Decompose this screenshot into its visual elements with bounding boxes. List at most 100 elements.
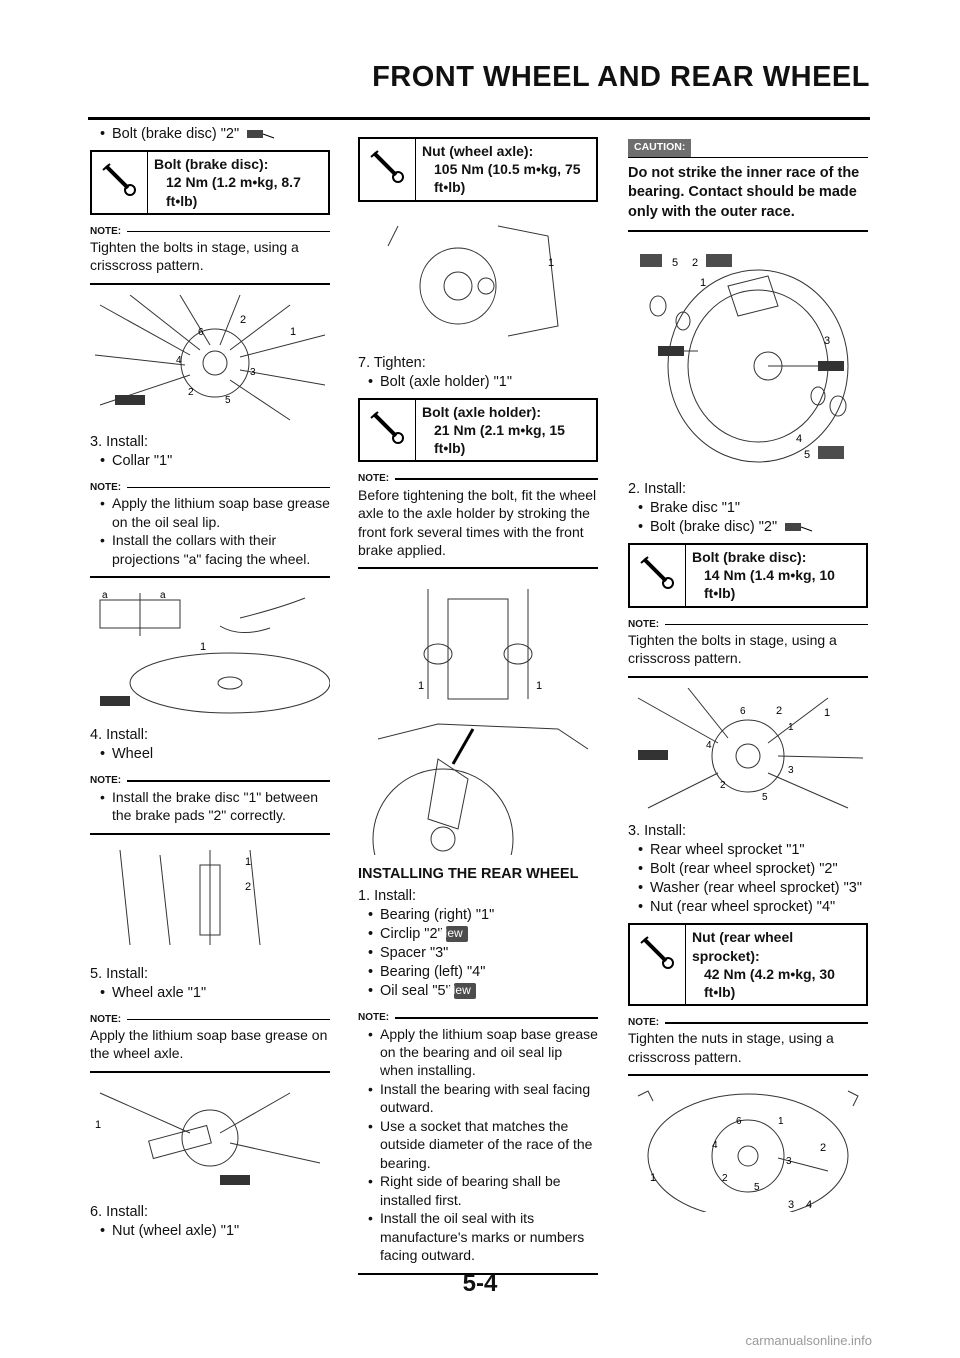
- svg-text:6: 6: [736, 1116, 742, 1127]
- spec-name: Bolt (brake disc):: [692, 549, 807, 566]
- svg-text:2: 2: [820, 1142, 826, 1154]
- caution-block: CAUTION: Do not strike the inner race of…: [628, 137, 868, 232]
- svg-text:1: 1: [200, 641, 206, 653]
- figure-rear-brake-disc-bolts: 6 2 1 1 4 3 2 5: [637, 687, 864, 809]
- torque-wrench-icon: [360, 139, 416, 200]
- svg-text:3: 3: [786, 1156, 792, 1167]
- spec-value: 14 Nm (1.4 m•kg, 10 ft•lb): [704, 567, 835, 602]
- svg-text:1: 1: [95, 1119, 101, 1131]
- step-1: 1. Install: Bearing (right) "1" Circlip …: [358, 887, 598, 1002]
- new-badge-icon: [640, 253, 662, 267]
- spec-value: 12 Nm (1.2 m•kg, 8.7 ft•lb): [166, 174, 301, 209]
- column-3: CAUTION: Do not strike the inner race of…: [628, 125, 868, 1220]
- column-2: Nut (wheel axle): 105 Nm (10.5 m•kg, 75 …: [358, 125, 598, 1285]
- torque-wrench-icon: [630, 545, 686, 606]
- svg-text:1: 1: [536, 680, 542, 692]
- svg-text:3: 3: [788, 1199, 794, 1211]
- spec-value: 21 Nm (2.1 m•kg, 15 ft•lb): [434, 422, 565, 457]
- bolt-brake-disc-line: Bolt (brake disc) "2": [90, 125, 330, 144]
- torque-wrench-icon: [247, 130, 275, 139]
- svg-text:6: 6: [198, 327, 204, 338]
- note-body: Install the brake disc "1" between the b…: [90, 788, 330, 835]
- spec-name: Bolt (axle holder):: [422, 403, 542, 420]
- spec-bolt-brake-disc: Bolt (brake disc): 12 Nm (1.2 m•kg, 8.7 …: [90, 150, 330, 215]
- torque-wrench-icon: [638, 749, 668, 760]
- figure-rear-sprocket-nuts: 6 1 4 3 2 5 1 2 3 4: [637, 1090, 859, 1213]
- header-rule: [88, 117, 870, 120]
- svg-text:2: 2: [240, 314, 246, 326]
- torque-wrench-icon: [100, 696, 130, 707]
- svg-text:1: 1: [650, 1172, 656, 1184]
- svg-text:a: a: [102, 590, 108, 601]
- note-body: Apply the lithium soap base grease on th…: [358, 1025, 598, 1275]
- figure-axle-nut: 1: [387, 225, 559, 337]
- spec-name: Bolt (brake disc):: [154, 156, 269, 173]
- torque-wrench-icon: [658, 345, 684, 356]
- note-body: Tighten the nuts in stage, using a criss…: [628, 1029, 868, 1077]
- svg-text:1: 1: [418, 680, 424, 692]
- svg-text:4: 4: [796, 433, 802, 445]
- spec-nut-wheel-axle: Nut (wheel axle): 105 Nm (10.5 m•kg, 75 …: [358, 137, 598, 202]
- page-number: 5-4: [462, 1270, 498, 1297]
- step-3: 3. Install: Collar "1": [90, 433, 330, 471]
- svg-text:3: 3: [788, 765, 794, 776]
- torque-wrench-icon: [630, 925, 686, 1005]
- note-body: Before tightening the bolt, fit the whee…: [358, 486, 598, 570]
- step-2: 2. Install: Brake disc "1" Bolt (brake d…: [628, 480, 868, 537]
- svg-text:5: 5: [225, 395, 231, 406]
- svg-text:4: 4: [176, 355, 182, 366]
- svg-text:2: 2: [245, 881, 251, 893]
- new-badge: New: [439, 926, 468, 942]
- figure-brake-disc-bolts: 2 1 6 4 3 2 5: [94, 294, 326, 421]
- torque-wrench-icon: [818, 360, 844, 371]
- torque-wrench-icon: [115, 394, 145, 405]
- svg-text:1: 1: [778, 1116, 784, 1127]
- note-header: NOTE:: [90, 1013, 330, 1026]
- step-6: 6. Install: Nut (wheel axle) "1": [90, 1203, 330, 1241]
- note-body: Apply the lithium soap base grease on th…: [90, 1026, 330, 1073]
- watermark: carmanualsonline.info: [745, 1333, 872, 1348]
- svg-text:3: 3: [824, 335, 830, 347]
- page-title: FRONT WHEEL AND REAR WHEEL: [372, 61, 870, 93]
- note-header: NOTE:: [628, 618, 868, 631]
- note-header: NOTE:: [628, 1016, 868, 1029]
- note-body: Apply the lithium soap base grease on th…: [90, 494, 330, 579]
- spec-name: Nut (rear wheel sprocket):: [692, 929, 794, 964]
- note-body: Tighten the bolts in stage, using a cris…: [628, 631, 868, 678]
- new-badge-icon: [706, 253, 732, 267]
- svg-text:5: 5: [762, 792, 768, 803]
- figure-rear-wheel-bearings: 5 2 1 3 4 5: [640, 253, 849, 463]
- step-7: 7. Tighten: Bolt (axle holder) "1": [358, 354, 598, 392]
- new-badge: New: [447, 983, 476, 1000]
- spec-bolt-brake-disc-rear: Bolt (brake disc): 14 Nm (1.4 m•kg, 10 f…: [628, 543, 868, 608]
- svg-text:1: 1: [245, 856, 251, 868]
- note-body: Tighten the bolts in stage, using a cris…: [90, 238, 330, 285]
- torque-wrench-icon: [92, 152, 148, 213]
- svg-text:1: 1: [824, 707, 830, 719]
- svg-text:2: 2: [720, 780, 726, 791]
- step-5: 5. Install: Wheel axle "1": [90, 965, 330, 1003]
- svg-text:1: 1: [700, 277, 706, 289]
- svg-text:4: 4: [806, 1199, 812, 1211]
- caution-text: Do not strike the inner race of the bear…: [628, 158, 868, 232]
- svg-text:5: 5: [804, 449, 810, 461]
- note-header: NOTE:: [90, 225, 330, 238]
- svg-text:4: 4: [706, 740, 712, 751]
- spec-name: Nut (wheel axle):: [422, 143, 534, 159]
- note-header: NOTE:: [90, 481, 330, 494]
- spec-bolt-axle-holder: Bolt (axle holder): 21 Nm (2.1 m•kg, 15 …: [358, 397, 598, 463]
- figure-brake-disc-pads: 1 2: [119, 849, 261, 945]
- step-3: 3. Install: Rear wheel sprocket "1" Bolt…: [628, 822, 868, 918]
- torque-wrench-icon: [785, 523, 813, 532]
- svg-text:6: 6: [740, 706, 746, 717]
- spec-value: 105 Nm (10.5 m•kg, 75 ft•lb): [434, 161, 581, 196]
- svg-text:5: 5: [672, 257, 678, 269]
- note-header: NOTE:: [358, 472, 598, 485]
- figure-wheel-axle: 1: [95, 1092, 321, 1185]
- svg-text:2: 2: [188, 387, 194, 398]
- new-badge-icon: [818, 445, 844, 459]
- svg-text:5: 5: [754, 1182, 760, 1193]
- svg-text:1: 1: [548, 257, 554, 269]
- spec-value: 42 Nm (4.2 m•kg, 30 ft•lb): [704, 965, 835, 1000]
- figure-collar-install: a a 1: [99, 590, 330, 714]
